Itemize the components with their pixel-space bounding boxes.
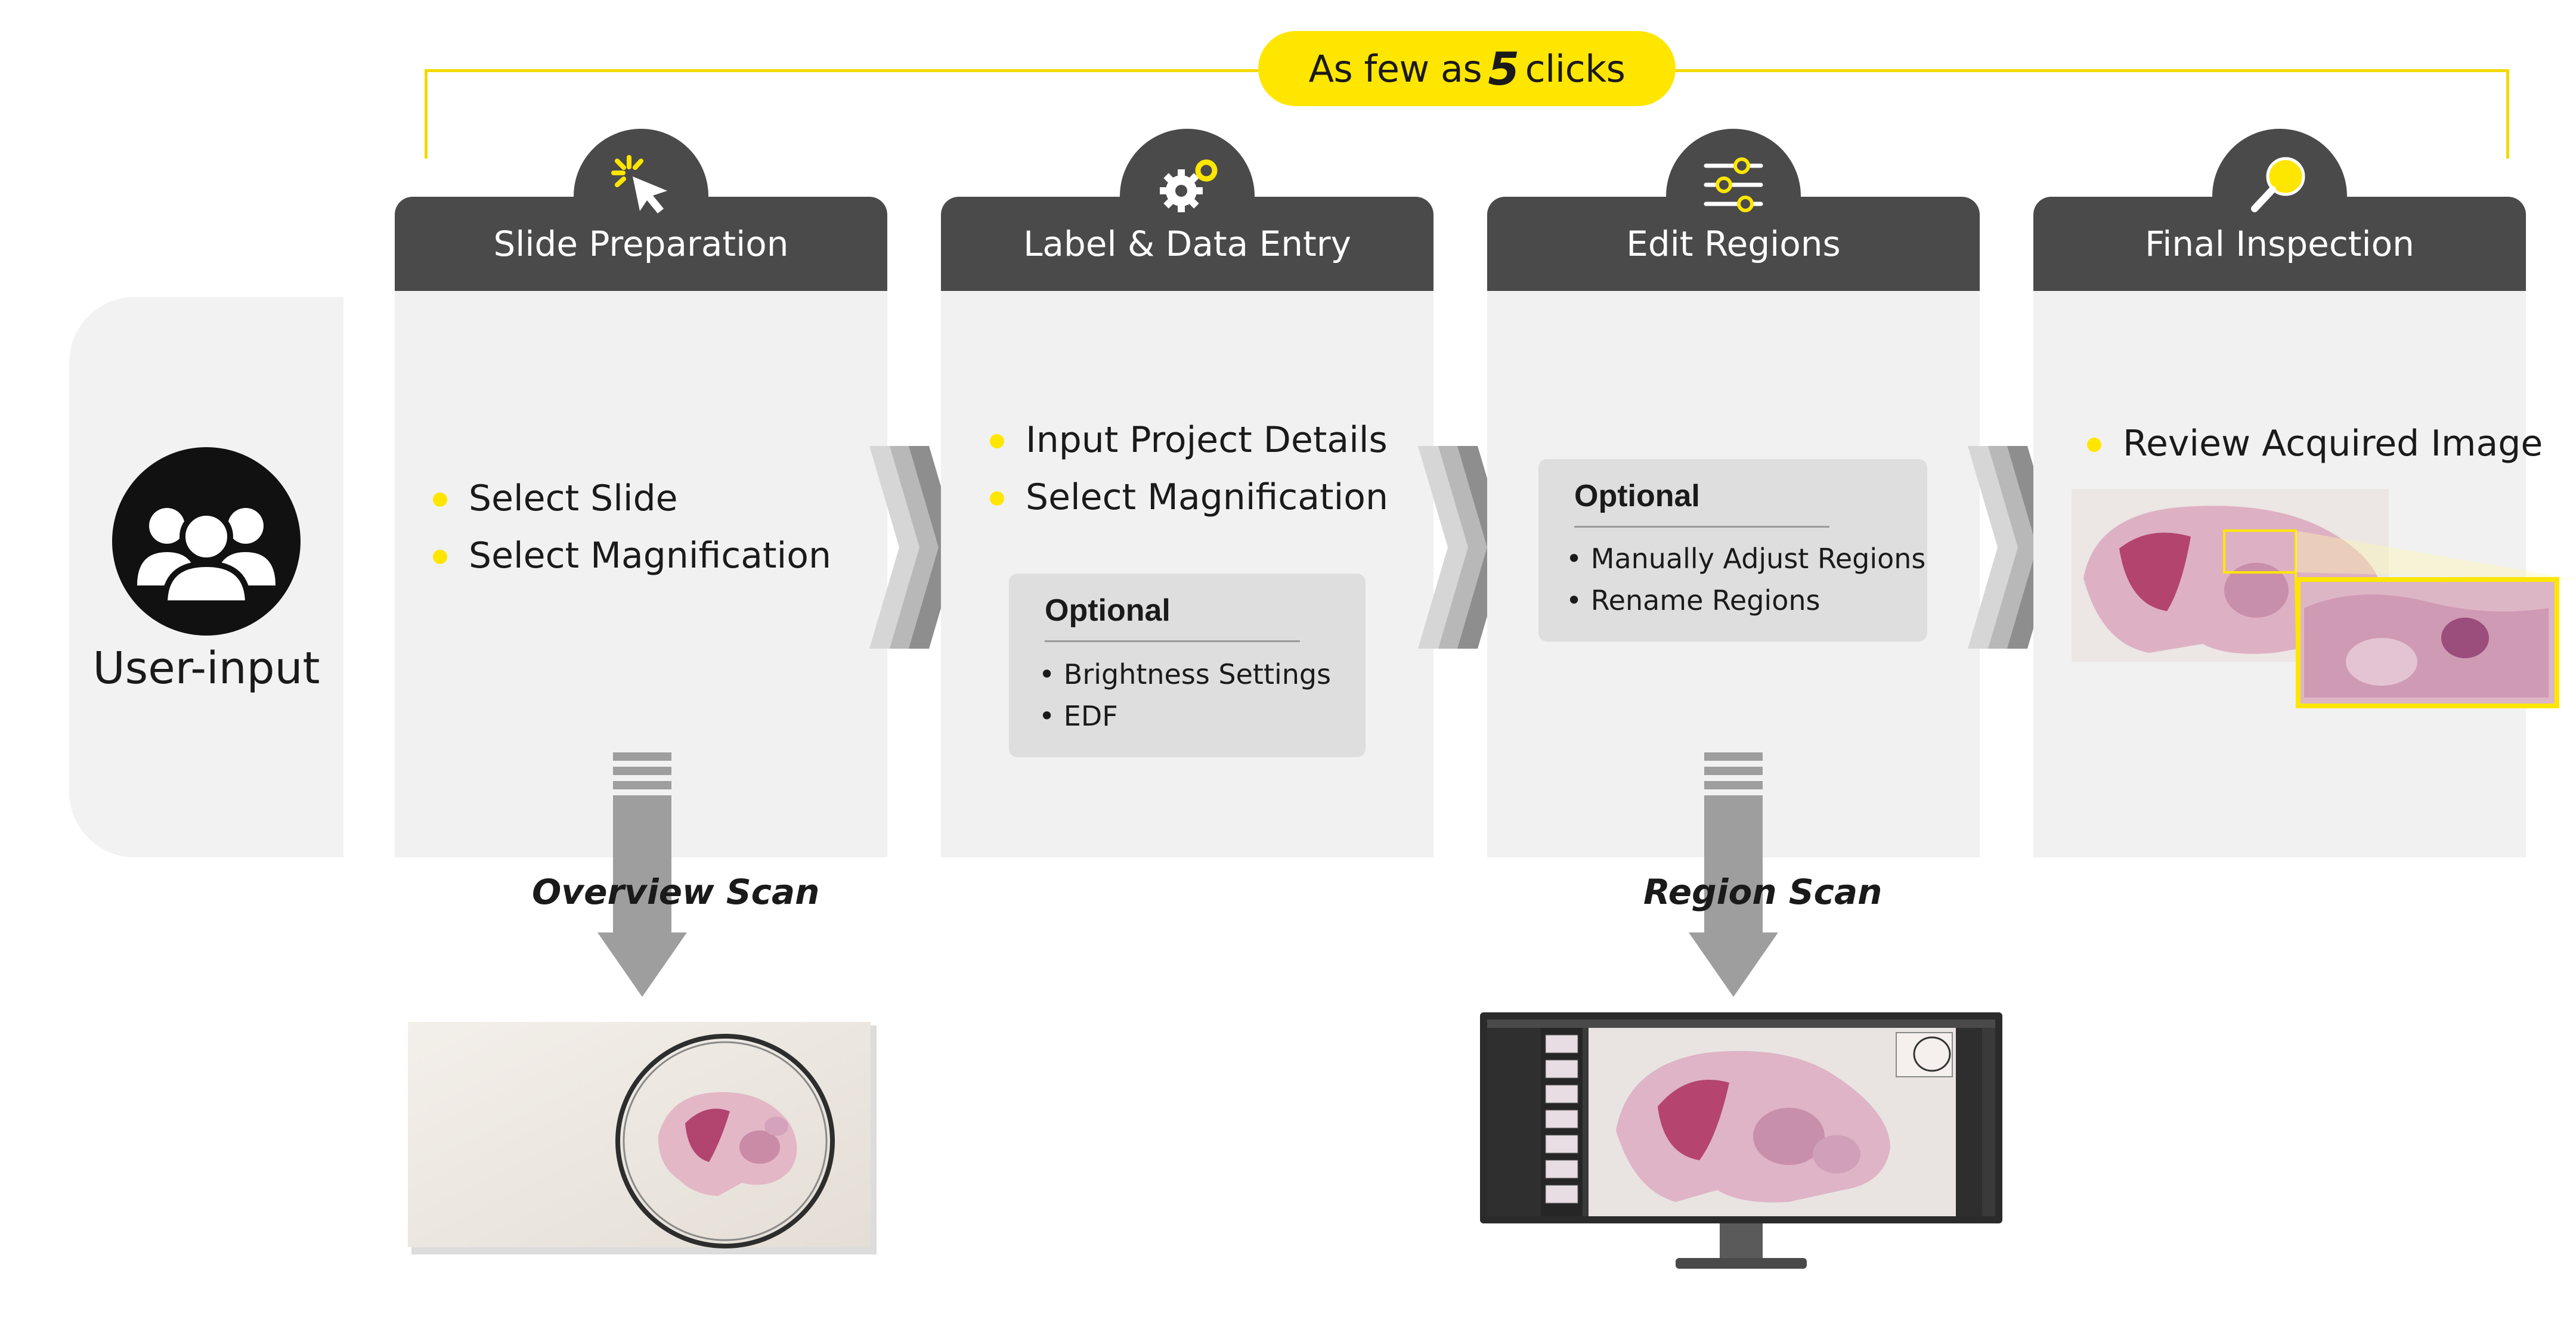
step-2-bullets: Input Project Details Select Magnificati… (990, 411, 1388, 526)
step-3-optional-title: Optional (1574, 479, 1700, 513)
step-3-optional-rule (1574, 526, 1829, 528)
sliders-icon (1698, 149, 1769, 221)
step-3-title: Edit Regions (1626, 224, 1841, 264)
step-3-optional-item: • Rename Regions (1566, 584, 1820, 616)
step-1-bullet: Select Magnification (433, 527, 831, 584)
step-1-body (395, 291, 887, 857)
region-scan-arrow (1689, 752, 1778, 997)
acquired-image-preview (2072, 489, 2576, 715)
step-2-optional-item: • EDF (1039, 700, 1118, 732)
bracket-left-leg (425, 69, 428, 159)
step-4-header: Final Inspection (2033, 197, 2526, 291)
step-2-optional-rule (1045, 640, 1300, 642)
clicks-prefix: As few as (1308, 47, 1482, 91)
clicks-suffix: clicks (1525, 47, 1626, 91)
monitor-region-scan (1479, 1011, 2004, 1279)
step-1-title: Slide Preparation (493, 224, 789, 264)
step-2-bullet: Input Project Details (990, 411, 1388, 469)
gears-icon (1151, 149, 1223, 221)
step-2-bullet: Select Magnification (990, 469, 1388, 526)
step-2-optional-item: • Brightness Settings (1039, 658, 1332, 690)
step-1-bullets: Select Slide Select Magnification (433, 470, 831, 584)
step-3-header: Edit Regions (1487, 197, 1980, 291)
bracket-right-leg (2506, 69, 2509, 159)
step-3-optional-box (1538, 459, 1927, 642)
clicks-badge: As few as 5 clicks (1258, 31, 1676, 106)
pointer-click-icon (605, 149, 677, 221)
overview-scan-arrow (597, 752, 687, 997)
user-input-label: User-input (92, 643, 320, 694)
step-2-header: Label & Data Entry (941, 197, 1433, 291)
overview-scan-image (408, 1022, 877, 1254)
clicks-count: 5 (1488, 42, 1519, 95)
step-3-optional-item: • Manually Adjust Regions (1566, 543, 1926, 575)
overview-scan-label: Overview Scan (532, 872, 820, 912)
magnifier-icon (2244, 149, 2315, 221)
step-1-bullet: Select Slide (433, 470, 831, 527)
bracket-top-right (1674, 69, 2509, 72)
users-icon (112, 447, 301, 636)
step-2-title: Label & Data Entry (1023, 224, 1351, 264)
step-2-optional-box (1009, 574, 1366, 757)
step-4-title: Final Inspection (2145, 224, 2414, 264)
step-4-bullets: Review Acquired Image (2087, 415, 2543, 472)
step-2-optional-title: Optional (1045, 593, 1171, 628)
step-4-bullet: Review Acquired Image (2087, 415, 2543, 472)
step-1-header: Slide Preparation (395, 197, 887, 291)
bracket-top-left (425, 69, 1259, 72)
region-scan-label: Region Scan (1643, 872, 1883, 912)
